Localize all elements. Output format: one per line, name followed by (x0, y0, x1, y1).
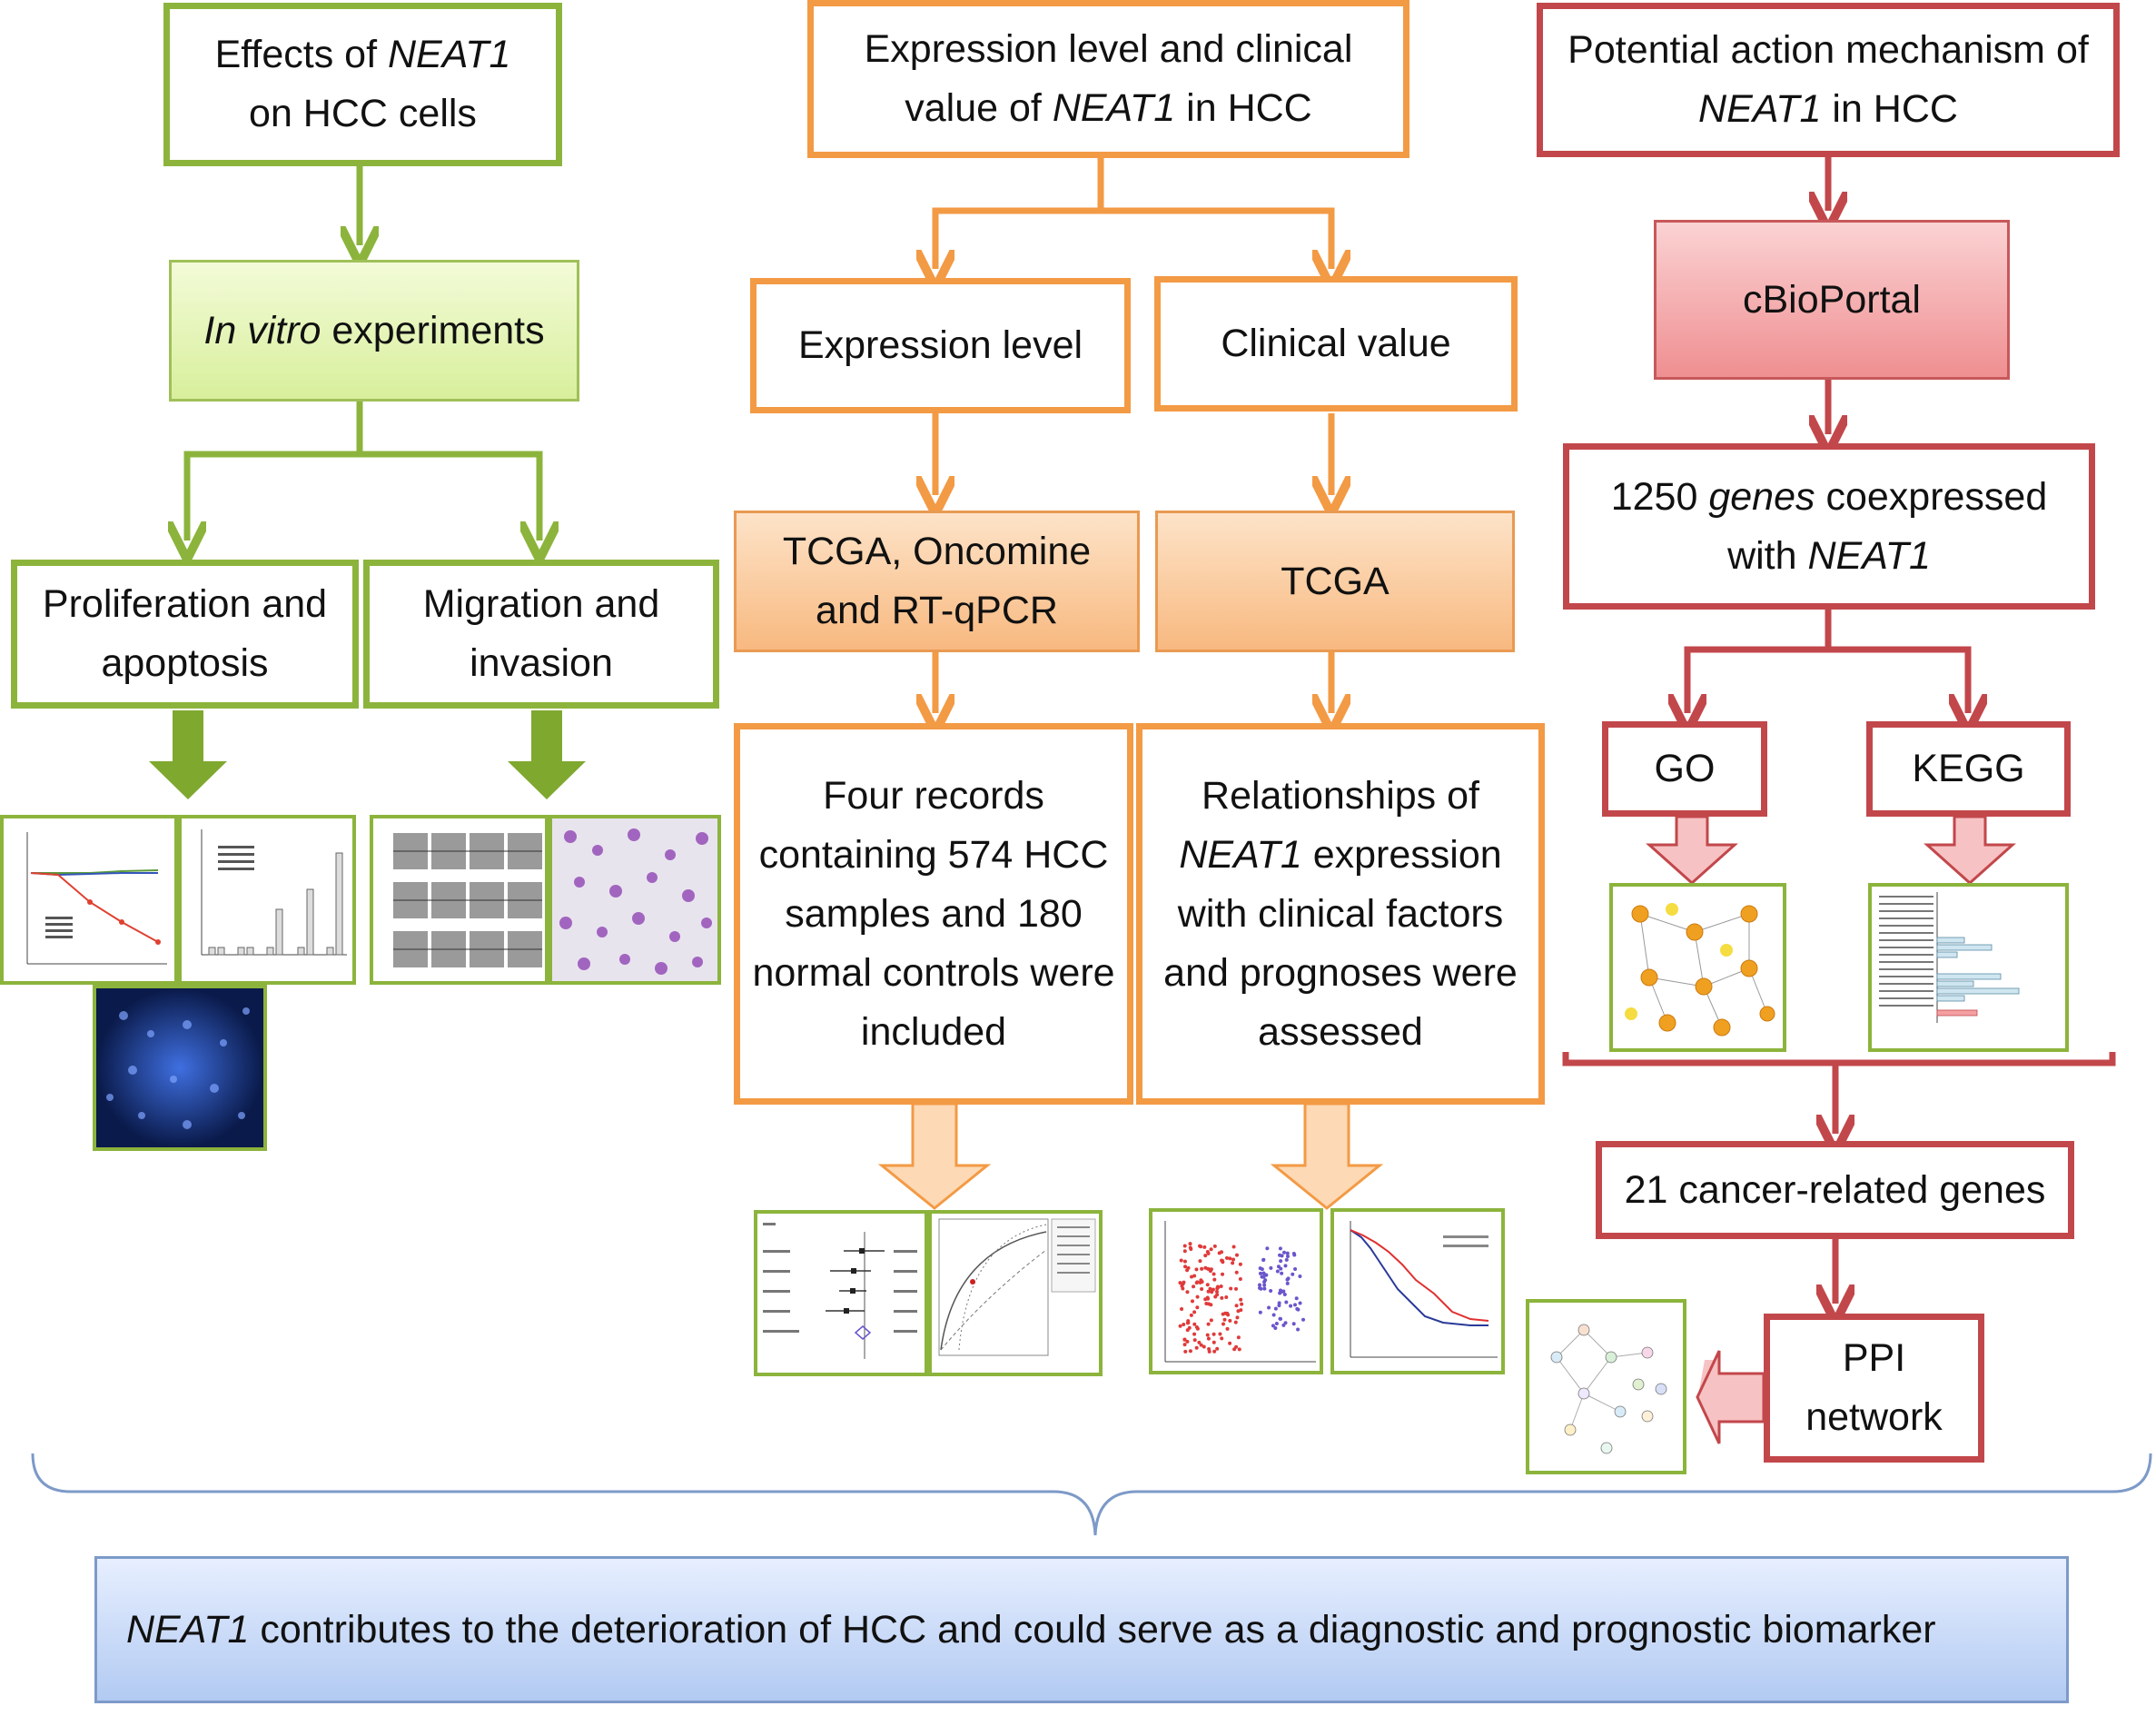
scatter-dot-plot-thumbnail (1149, 1208, 1323, 1374)
left-header-box: Effects of NEAT1 on HCC cells (163, 3, 562, 166)
relationships-neat1: NEAT1 (1179, 832, 1302, 877)
ppi-box: PPI network (1764, 1314, 1984, 1463)
cancer-genes-text: 21 cancer-related genes (1624, 1167, 2046, 1212)
left-header-text-a: Effects of (214, 33, 388, 76)
relationships-text-a: Relationships of (1202, 773, 1479, 818)
kegg-text: KEGG (1912, 747, 2025, 790)
relationships-box: Relationships of NEAT1 expression with c… (1136, 723, 1545, 1105)
mid-header-neat1: NEAT1 (1052, 86, 1176, 130)
migration-box: Migration and invasion (363, 560, 719, 709)
coexpressed-genes-box: 1250 genes coexpressed with NEAT1 (1563, 443, 2095, 610)
clinical-value-text: Clinical value (1221, 322, 1451, 365)
kegg-bar-chart-thumbnail (1868, 883, 2069, 1052)
go-box: GO (1602, 721, 1767, 817)
ppi-text: PPI network (1805, 1336, 1943, 1439)
fluorescence-image-thumbnail (93, 985, 267, 1151)
migration-text: Migration and invasion (422, 582, 660, 685)
expression-level-text: Expression level (797, 323, 1083, 367)
right-header-box: Potential action mechanism of NEAT1 in H… (1537, 3, 2120, 157)
forest-plot-thumbnail (754, 1210, 928, 1376)
conclusion-text: contributes to the deterioration of HCC … (249, 1607, 1936, 1652)
mid-header-text-b: in HCC (1175, 86, 1312, 130)
left-header-neat1: NEAT1 (388, 33, 511, 76)
cbioportal-text: cBioPortal (1743, 277, 1921, 322)
relationships-text-b: expression with clinical factors and pro… (1163, 832, 1518, 1054)
genes-count: 1250 (1610, 474, 1709, 519)
tcga-box: TCGA (1155, 511, 1515, 652)
tcga-oncomine-box: TCGA, Oncomine and RT-qPCR (734, 511, 1140, 652)
kegg-box: KEGG (1866, 721, 2071, 817)
records-text: Four records containing 574 HCC samples … (752, 773, 1115, 1054)
cancer-genes-box: 21 cancer-related genes (1596, 1141, 2074, 1239)
invitro-text: experiments (321, 308, 545, 352)
survival-curve-thumbnail (1330, 1208, 1505, 1374)
right-header-neat1: NEAT1 (1698, 87, 1822, 131)
genes-italic: genes (1708, 474, 1815, 519)
proliferation-chart-thumbnail (0, 815, 178, 985)
genes-text: coexpressed with (1727, 474, 2048, 578)
tcga-oncomine-text: TCGA, Oncomine and RT-qPCR (782, 530, 1092, 632)
right-header-text-a: Potential action mechanism of (1568, 28, 2089, 72)
cbioportal-box: cBioPortal (1654, 220, 2010, 380)
invitro-italic: In vitro (203, 308, 321, 352)
left-header-text-b: on HCC cells (249, 92, 477, 135)
go-text: GO (1654, 747, 1716, 790)
proliferation-text: Proliferation and apoptosis (42, 582, 328, 685)
go-network-thumbnail (1609, 883, 1786, 1052)
right-header-text-b: in HCC (1821, 87, 1958, 131)
expression-level-box: Expression level (750, 278, 1131, 413)
transwell-image-thumbnail (549, 815, 721, 985)
invitro-box: In vitro experiments (169, 260, 579, 402)
wound-healing-thumbnail (370, 815, 549, 985)
mid-header-box: Expression level and clinical value of N… (807, 0, 1409, 158)
tcga-text: TCGA (1281, 559, 1390, 603)
mid-header-text-a: Expression level and clinical value of (864, 27, 1353, 130)
clinical-value-box: Clinical value (1154, 276, 1518, 412)
records-box: Four records containing 574 HCC samples … (734, 723, 1133, 1105)
conclusion-box: NEAT1 contributes to the deterioration o… (94, 1556, 2069, 1703)
caspase-bar-chart-thumbnail (178, 815, 356, 985)
sroc-curve-thumbnail (928, 1210, 1103, 1376)
proliferation-box: Proliferation and apoptosis (11, 560, 359, 709)
conclusion-neat1: NEAT1 (126, 1607, 250, 1652)
genes-neat1: NEAT1 (1807, 533, 1931, 578)
ppi-network-thumbnail (1526, 1299, 1686, 1474)
